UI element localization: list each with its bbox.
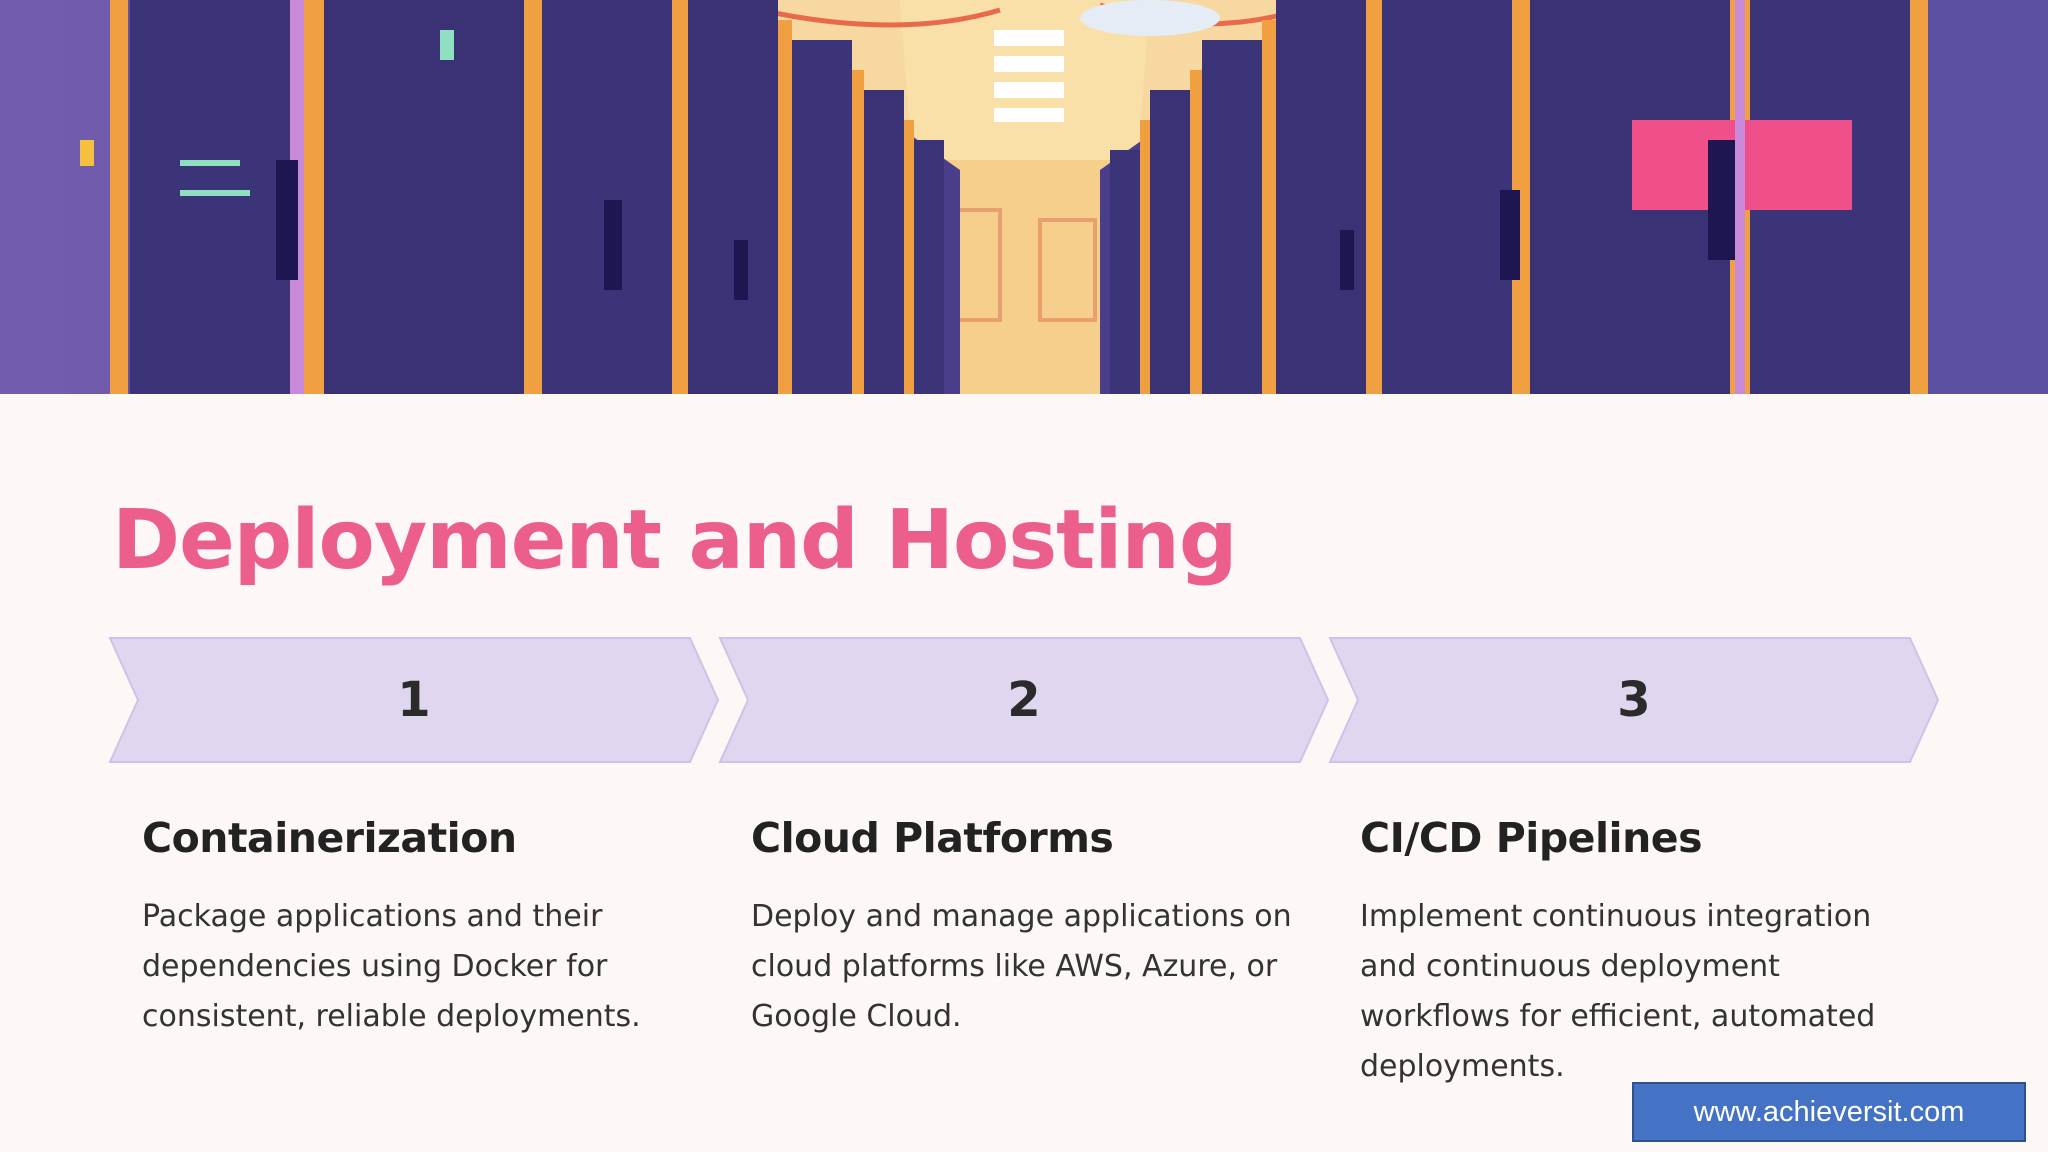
step-3-number: 3 [1617,672,1651,728]
step-2-title: Cloud Platforms [751,814,1114,862]
website-link[interactable]: www.achieversit.com [1632,1082,2026,1142]
step-1-title: Containerization [142,814,517,862]
step-2-number: 2 [1007,672,1041,728]
step-1-description: Package applications and their dependenc… [142,899,641,1034]
step-3-title: CI/CD Pipelines [1360,814,1702,862]
step-2-description: Deploy and manage applications on cloud … [751,899,1292,1034]
step-3-chevron [1328,637,1940,763]
slide-title: Deployment and Hosting [112,493,1238,588]
process-steps [108,637,1940,763]
step-1-chevron [108,637,720,763]
step-1-number: 1 [397,672,431,728]
step-2-chevron [718,637,1330,763]
server-room-illustration [0,0,2048,394]
step-3-description: Implement continuous integration and con… [1360,899,1876,1084]
